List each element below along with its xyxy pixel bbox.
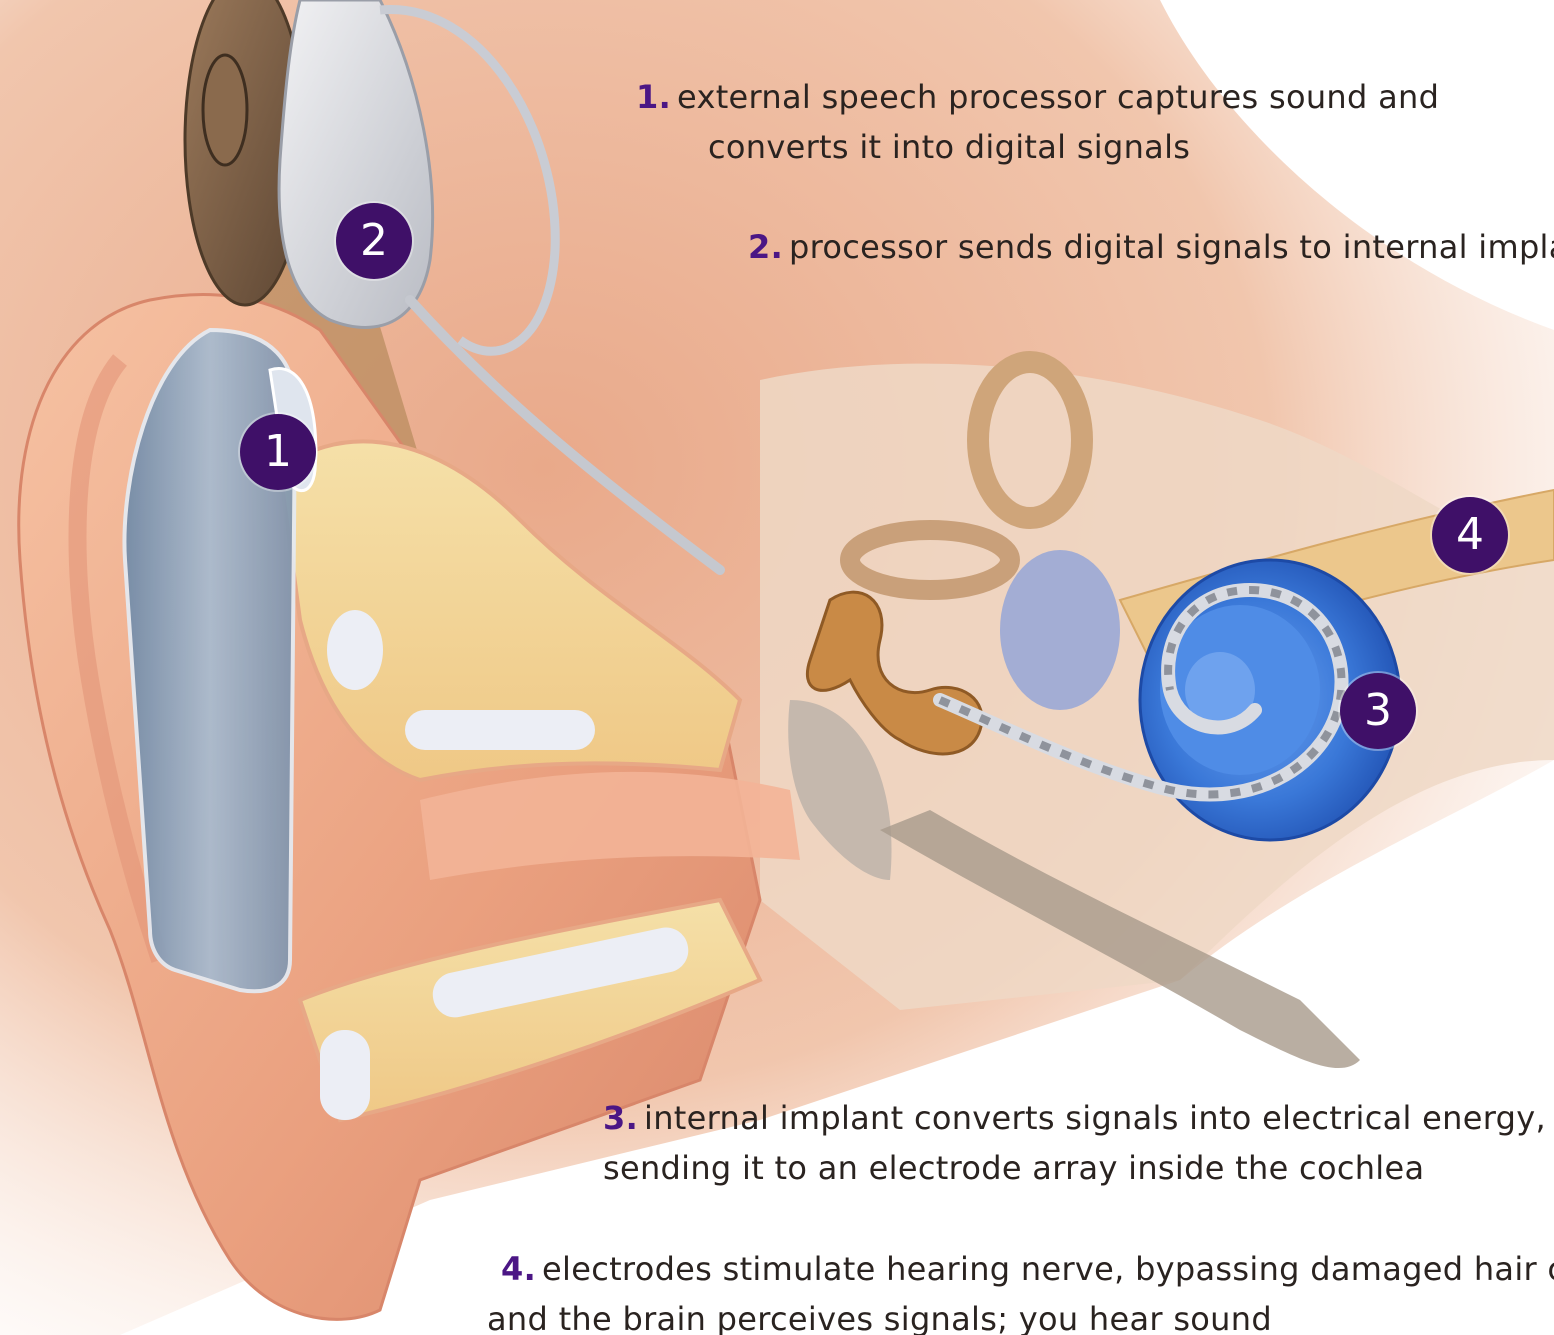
caption-step-3-line-2: sending it to an electrode array inside … bbox=[603, 1143, 1546, 1193]
caption-step-1-line-2: converts it into digital signals bbox=[636, 122, 1439, 172]
marker-2-transmitter: 2 bbox=[336, 203, 412, 279]
bone-highlight bbox=[327, 610, 383, 690]
marker-1-speech-processor: 1 bbox=[240, 414, 316, 490]
caption-step-2: 2.processor sends digital signals to int… bbox=[748, 222, 1554, 272]
step-4-text: electrodes stimulate hearing nerve, bypa… bbox=[542, 1250, 1554, 1288]
marker-3-cochlea: 3 bbox=[1340, 673, 1416, 749]
bone-highlight bbox=[320, 1030, 370, 1120]
magnet-center bbox=[203, 55, 247, 165]
caption-step-4-line-2: and the brain perceives signals; you hea… bbox=[487, 1294, 1554, 1335]
step-3-number: 3. bbox=[603, 1099, 638, 1137]
marker-4-hearing-nerve: 4 bbox=[1432, 497, 1508, 573]
step-1-text: external speech processor captures sound… bbox=[677, 78, 1439, 116]
vestibule bbox=[1000, 550, 1120, 710]
caption-step-3: 3.internal implant converts signals into… bbox=[603, 1093, 1546, 1193]
caption-step-3-line-1: 3.internal implant converts signals into… bbox=[603, 1093, 1546, 1143]
step-4-number: 4. bbox=[501, 1250, 536, 1288]
caption-step-4-line-1: 4.electrodes stimulate hearing nerve, by… bbox=[487, 1244, 1554, 1294]
caption-step-4: 4.electrodes stimulate hearing nerve, by… bbox=[487, 1244, 1554, 1335]
step-2-number: 2. bbox=[748, 228, 783, 266]
bone-highlight bbox=[405, 710, 595, 750]
caption-step-1: 1.external speech processor captures sou… bbox=[636, 72, 1439, 172]
caption-step-2-line-1: 2.processor sends digital signals to int… bbox=[748, 222, 1554, 272]
step-3-text: internal implant converts signals into e… bbox=[644, 1099, 1546, 1137]
step-2-text: processor sends digital signals to inter… bbox=[789, 228, 1554, 266]
caption-step-1-line-1: 1.external speech processor captures sou… bbox=[636, 72, 1439, 122]
step-1-number: 1. bbox=[636, 78, 671, 116]
